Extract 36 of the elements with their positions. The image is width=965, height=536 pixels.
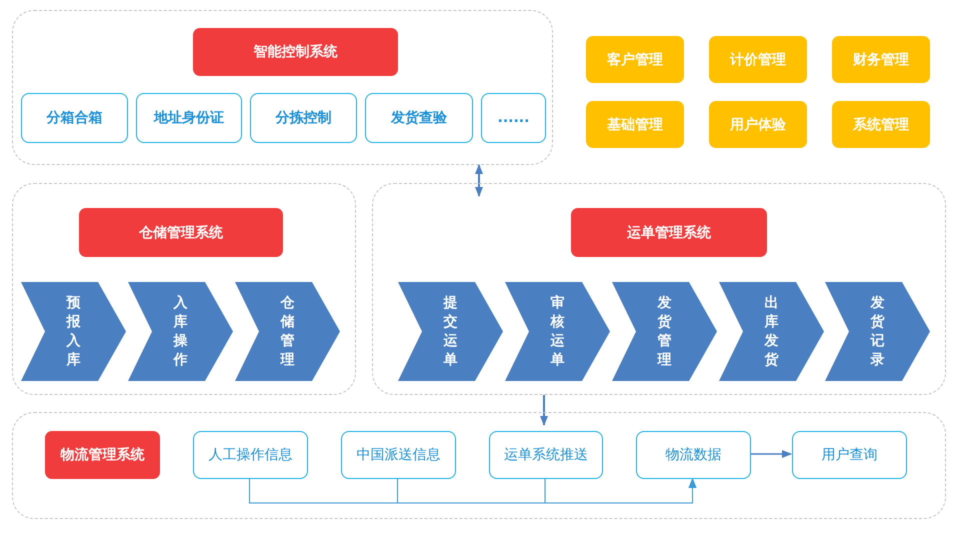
- system-title-box: 运单管理系统: [571, 208, 767, 257]
- module-box: 计价管理: [709, 36, 807, 83]
- function-box: 分箱合箱: [21, 93, 128, 143]
- arrow: [750, 450, 792, 458]
- function-box: ......: [481, 93, 546, 143]
- chevron-step: 出库发货: [719, 282, 824, 381]
- chevron-step: 发货管理: [612, 282, 717, 381]
- arrow: [544, 478, 696, 504]
- arrow: [540, 395, 548, 426]
- system-panel: [372, 183, 946, 395]
- chevron-step: 入库操作: [128, 282, 233, 381]
- system-title-box: 智能控制系统: [193, 28, 398, 76]
- function-box: 发货查验: [365, 93, 473, 143]
- chevron-step: 仓储管理: [235, 282, 340, 381]
- module-box: 基础管理: [586, 101, 684, 148]
- function-box: 物流数据: [636, 431, 751, 479]
- chevron-step: 提交运单: [398, 282, 503, 381]
- system-title-box: 物流管理系统: [45, 431, 160, 479]
- system-panel: [12, 183, 356, 395]
- module-box: 财务管理: [832, 36, 930, 83]
- function-box: 人工操作信息: [193, 431, 308, 479]
- system-panel: [12, 10, 553, 165]
- chevron-step: 预报入库: [21, 282, 126, 381]
- system-panel: [12, 412, 946, 519]
- chevron-step: 审核运单: [505, 282, 610, 381]
- module-box: 用户体验: [709, 101, 807, 148]
- chevron-step: 发货记录: [825, 282, 930, 381]
- module-box: 系统管理: [832, 101, 930, 148]
- arrow: [475, 164, 483, 197]
- function-box: 地址身份证: [136, 93, 242, 143]
- module-box: 客户管理: [586, 36, 684, 83]
- function-box: 运单系统推送: [489, 431, 603, 479]
- function-box: 用户查询: [792, 431, 907, 479]
- function-box: 分拣控制: [250, 93, 357, 143]
- function-box: 中国派送信息: [341, 431, 456, 479]
- system-title-box: 仓储管理系统: [79, 208, 283, 257]
